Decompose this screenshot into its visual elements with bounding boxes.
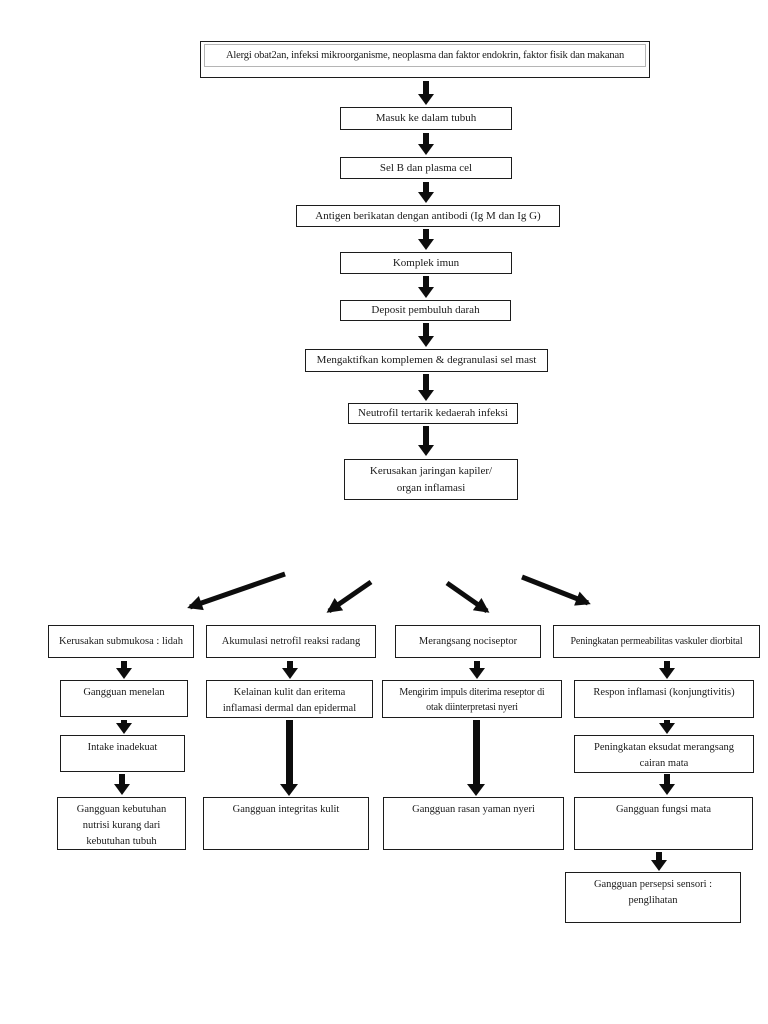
arrow-down-icon [418,182,434,203]
arrow-down-icon [469,661,485,679]
arrow-down-icon [116,661,132,679]
arrow-down-icon [114,774,130,795]
node-kelainan-kulit: Kelainan kulit dan eritema inflamasi der… [206,680,373,718]
node-gangguan-persepsi-sensori: Gangguan persepsi sensori : penglihatan [565,872,741,923]
node-intake-inadekuat: Intake inadekuat [60,735,185,772]
diagonal-arrows [187,571,591,614]
node-komplek-imun: Komplek imun [340,252,512,274]
node-masuk-tubuh: Masuk ke dalam tubuh [340,107,512,130]
arrow-down-icon [418,426,434,456]
node-antigen-antibodi: Antigen berikatan dengan antibodi (Ig M … [296,205,560,227]
node-alergi-faktor-label: Alergi obat2an, infeksi mikroorganisme, … [204,44,646,67]
arrow-down-icon [116,720,132,734]
arrow-down-icon [280,720,298,796]
node-gangguan-rasa-nyaman-nyeri: Gangguan rasan yaman nyeri [383,797,564,850]
node-deposit-pembuluh-darah: Deposit pembuluh darah [340,300,511,321]
node-neutrofil-tertarik: Neutrofil tertarik kedaerah infeksi [348,403,518,424]
arrow-down-icon [418,276,434,298]
node-merangsang-nociseptor: Merangsang nociseptor [395,625,541,658]
arrow-down-icon [467,720,485,796]
node-mengirim-impuls: Mengirim impuls diterima reseptor di ota… [382,680,562,718]
node-sel-b-plasma: Sel B dan plasma cel [340,157,512,179]
arrow-diagonal-icon [445,580,490,614]
arrow-down-icon [418,323,434,347]
node-peningkatan-eksudat: Peningkatan eksudat merangsang cairan ma… [574,735,754,773]
node-gangguan-nutrisi: Gangguan kebutuhan nutrisi kurang dari k… [57,797,186,850]
node-gangguan-fungsi-mata: Gangguan fungsi mata [574,797,753,850]
node-kerusakan-submukosa: Kerusakan submukosa : lidah [48,625,194,658]
node-gangguan-integritas-kulit: Gangguan integritas kulit [203,797,369,850]
arrow-down-icon [651,852,667,871]
arrow-down-icon [659,774,675,795]
arrow-down-icon [282,661,298,679]
node-respon-inflamasi: Respon inflamasi (konjungtivitis) [574,680,754,718]
arrow-down-icon [418,374,434,401]
arrow-diagonal-icon [187,571,286,611]
node-mengaktifkan-komplemen: Mengaktifkan komplemen & degranulasi sel… [305,349,548,372]
arrow-down-icon [418,81,434,105]
arrow-down-icon [418,133,434,155]
arrow-down-icon [418,229,434,250]
arrow-diagonal-icon [326,579,373,614]
node-alergi-faktor: Alergi obat2an, infeksi mikroorganisme, … [200,41,650,78]
node-kerusakan-jaringan-kapiler: Kerusakan jaringan kapiler/ organ inflam… [344,459,518,500]
node-akumulasi-netrofil: Akumulasi netrofil reaksi radang [206,625,376,658]
arrow-down-icon [659,661,675,679]
arrow-diagonal-icon [521,574,591,606]
arrow-down-icon [659,720,675,734]
node-peningkatan-permeabilitas: Peningkatan permeabilitas vaskuler diorb… [553,625,760,658]
node-gangguan-menelan: Gangguan menelan [60,680,188,717]
